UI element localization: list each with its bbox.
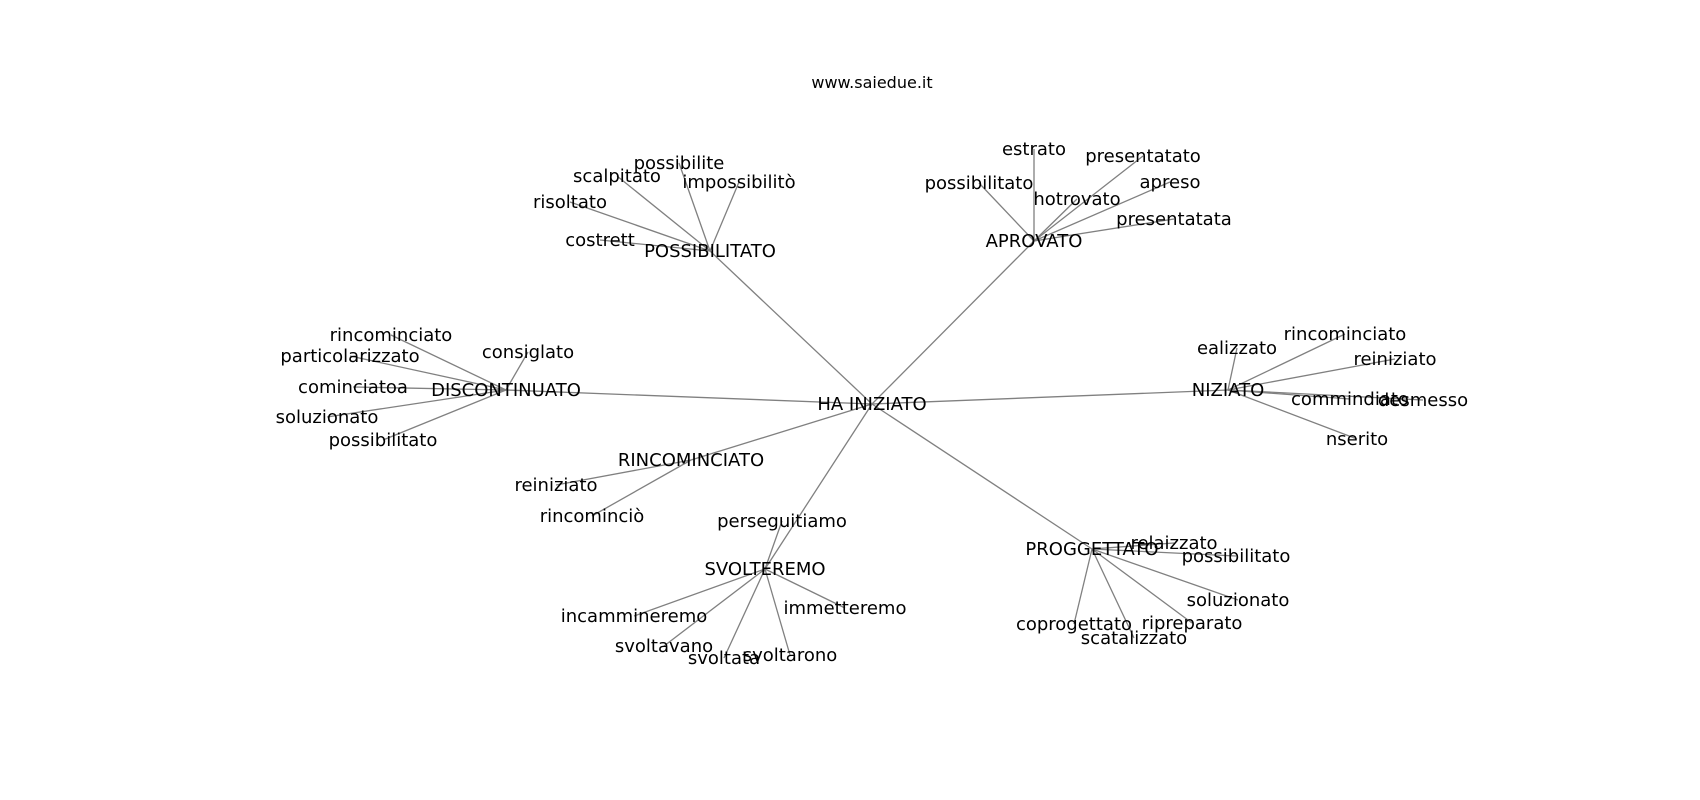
edge-group-to-child [633, 568, 766, 617]
leaf-node: reiniziato [1353, 349, 1436, 370]
leaf-node: soluzionato [1187, 590, 1290, 611]
edge-group-to-child [326, 389, 507, 418]
nodes: HA INIZIATO POSSIBILITATO possibilitescalp… [276, 139, 1469, 669]
edge-group-to-child [591, 459, 692, 517]
leaf-node: scatalizzato [1081, 628, 1187, 649]
leaf-node: soluzionato [276, 407, 379, 428]
group-node: RINCOMINCIATO [618, 450, 764, 471]
edge-group-to-child [678, 162, 711, 252]
group-node: SVOLTEREMO [704, 559, 825, 580]
leaf-node: desmesso [1378, 390, 1468, 411]
edge-group-to-child [1091, 548, 1237, 557]
edge-group-to-child [1227, 333, 1346, 391]
edge-root-to-group [871, 389, 1229, 405]
edge-group-to-child [764, 568, 791, 656]
edges [326, 149, 1424, 659]
leaf-node: coprogettato [1016, 614, 1132, 635]
leaf-node: particolarizzato [280, 346, 419, 367]
leaf-node: possibilitato [925, 173, 1034, 194]
leaf-node: apreso [1140, 172, 1201, 193]
edge-group-to-child [1033, 218, 1175, 242]
leaf-node: scalpitato [573, 166, 661, 187]
edge-group-to-child [382, 389, 507, 441]
leaf-node: ripreparato [1142, 613, 1243, 634]
leaf-node: possibilite [634, 153, 725, 174]
edge-group-to-child [1227, 389, 1424, 401]
edge-group-to-child [1227, 389, 1358, 440]
leaf-node: reiniziato [514, 475, 597, 496]
leaf-node: svoltata [688, 648, 760, 669]
diagram-title: www.saiedue.it [811, 73, 932, 92]
group-node: APROVATO [986, 231, 1083, 252]
edge-group-to-child [764, 568, 846, 609]
edge-group-to-child [569, 201, 711, 252]
group-node: DISCONTINUATO [431, 380, 581, 401]
edge-root-to-group [871, 403, 1093, 550]
edge-group-to-child [349, 355, 507, 391]
edge-group-to-child [555, 459, 692, 486]
group-node: PROGGETTATO [1025, 539, 1158, 560]
leaf-node: impossibilitò [682, 172, 795, 193]
group-node: POSSIBILITATO [644, 241, 776, 262]
edge-group-to-child [505, 351, 529, 391]
edge-group-to-child [709, 181, 740, 252]
leaf-node: rincominciò [540, 506, 645, 527]
group-node: NIZIATO [1192, 380, 1265, 401]
leaf-node: possibilitato [329, 430, 438, 451]
leaf-node: presentatata [1116, 209, 1232, 230]
edge-group-to-child [1227, 358, 1396, 391]
leaf-node: nserito [1326, 429, 1388, 450]
edge-root-to-group [871, 240, 1035, 405]
edge-root-to-group [764, 403, 873, 570]
edge-group-to-child [599, 239, 711, 252]
edge-group-to-child [616, 175, 711, 252]
edge-root-to-group [505, 389, 873, 405]
leaf-node: svoltarono [743, 645, 838, 666]
edge-group-to-child [1033, 198, 1078, 242]
edge-group-to-child [1033, 181, 1171, 242]
edge-group-to-child [1091, 548, 1193, 624]
edge-group-to-child [723, 568, 766, 659]
leaf-node: rincominciato [330, 325, 453, 346]
leaf-node: immetteremo [784, 598, 907, 619]
edge-group-to-child [1091, 542, 1175, 550]
edge-group-to-child [1073, 548, 1093, 625]
edge-group-to-child [352, 386, 507, 391]
edge-group-to-child [1091, 548, 1239, 601]
leaf-node: cominciatoa [298, 377, 408, 398]
leaf-node: costrett [565, 230, 635, 251]
leaf-node: hotrovato [1033, 189, 1120, 210]
leaf-node: estrato [1002, 139, 1066, 160]
leaf-node: presentatato [1085, 146, 1201, 167]
root-node: HA INIZIATO [817, 394, 926, 415]
edge-group-to-child [764, 520, 783, 570]
edge-group-to-child [1091, 548, 1135, 639]
edge-group-to-child [978, 182, 1035, 242]
edge-group-to-child [1227, 347, 1238, 391]
leaf-node: relaizzato [1130, 533, 1217, 554]
leaf-node: commindiato [1291, 389, 1409, 410]
edge-root-to-group [690, 403, 873, 461]
leaf-node: risoltato [533, 192, 607, 213]
edge-group-to-child [390, 334, 507, 391]
leaf-node: perseguitiamo [717, 511, 847, 532]
leaf-node: consiglato [482, 342, 574, 363]
leaf-node: ealizzato [1197, 338, 1277, 359]
leaf-node: rincominciato [1284, 324, 1407, 345]
edge-root-to-group [709, 250, 873, 405]
leaf-node: possibilitato [1182, 546, 1291, 567]
edge-group-to-child [663, 568, 766, 647]
edge-group-to-child [1033, 155, 1144, 242]
leaf-node: svoltavano [615, 636, 713, 657]
leaf-node: incammineremo [561, 606, 708, 627]
